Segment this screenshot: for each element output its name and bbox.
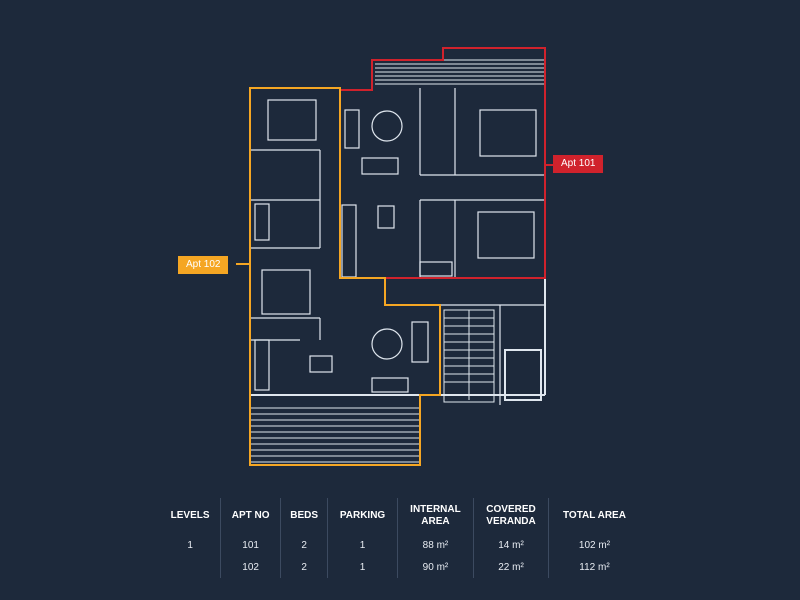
table-row: 102 2 1 90 m² 22 m² 112 m²	[160, 556, 640, 578]
apt-102-label: Apt 102	[178, 256, 229, 274]
dining-table-101	[377, 205, 395, 229]
cell-internal-area: 88 m²	[397, 534, 475, 556]
cell-internal-area: 90 m²	[397, 556, 475, 578]
rug-101	[371, 110, 403, 142]
cell-beds: 2	[280, 534, 329, 556]
cell-parking: 1	[327, 556, 398, 578]
bed-102-a	[267, 99, 317, 141]
interior-walls	[250, 88, 545, 405]
cell-total-area: 112 m²	[579, 561, 610, 573]
header-parking: PARKING	[327, 498, 398, 534]
cell-parking: 1	[327, 534, 398, 556]
header-internal-area-line2: AREA	[421, 516, 450, 527]
cell-levels: 1	[160, 534, 222, 556]
cell-apt-no: 102	[220, 556, 282, 578]
bed-101-b	[477, 211, 535, 259]
bath-101	[419, 261, 453, 277]
cell-apt-no: 101	[220, 534, 282, 556]
cell-covered-veranda: 14 m²	[473, 534, 549, 556]
veranda-102-hatch	[250, 407, 420, 463]
header-beds: BEDS	[280, 498, 329, 534]
dining-table-102	[309, 355, 333, 373]
sofa-102-b	[371, 377, 409, 393]
sofa-102-a	[411, 321, 429, 363]
outer-wall	[249, 87, 546, 396]
header-total-area: TOTAL AREA	[562, 510, 626, 521]
header-internal-area: INTERNAL AREA	[397, 498, 475, 534]
kitchen-101	[341, 204, 357, 278]
cell-levels	[160, 556, 222, 578]
veranda-101-hatch	[375, 59, 545, 85]
header-internal-area-line1: INTERNAL	[410, 504, 461, 515]
apt-101-label: Apt 101	[553, 155, 604, 173]
header-covered-veranda-line1: COVERED	[486, 504, 536, 515]
apt-102-outline	[249, 87, 441, 466]
lift-shaft	[504, 349, 542, 401]
bath-102	[254, 203, 270, 241]
stairwell	[443, 309, 495, 403]
table-row: 1 101 2 1 88 m² 14 m² 102 m²	[160, 534, 640, 556]
header-covered-veranda: COVERED VERANDA	[473, 498, 549, 534]
floor-plan	[236, 47, 553, 466]
kitchen-102	[254, 339, 270, 391]
header-apt-no: APT NO	[220, 498, 282, 534]
cell-covered-veranda: 22 m²	[473, 556, 549, 578]
cell-total-area: 102 m²	[578, 539, 611, 551]
header-covered-veranda-line2: VERANDA	[486, 516, 536, 527]
rug-102	[371, 328, 403, 360]
bed-102-b	[261, 269, 311, 315]
apt-101-outline	[339, 47, 546, 279]
bed-101-a	[479, 109, 537, 157]
cell-beds: 2	[280, 556, 329, 578]
apartment-spec-table: LEVELS APT NO BEDS PARKING INTERNAL AREA…	[160, 498, 640, 578]
sofa-101-a	[344, 109, 360, 149]
table-header-row: LEVELS APT NO BEDS PARKING INTERNAL AREA…	[160, 498, 640, 534]
header-levels: LEVELS	[160, 498, 222, 534]
sofa-101-b	[361, 157, 399, 175]
